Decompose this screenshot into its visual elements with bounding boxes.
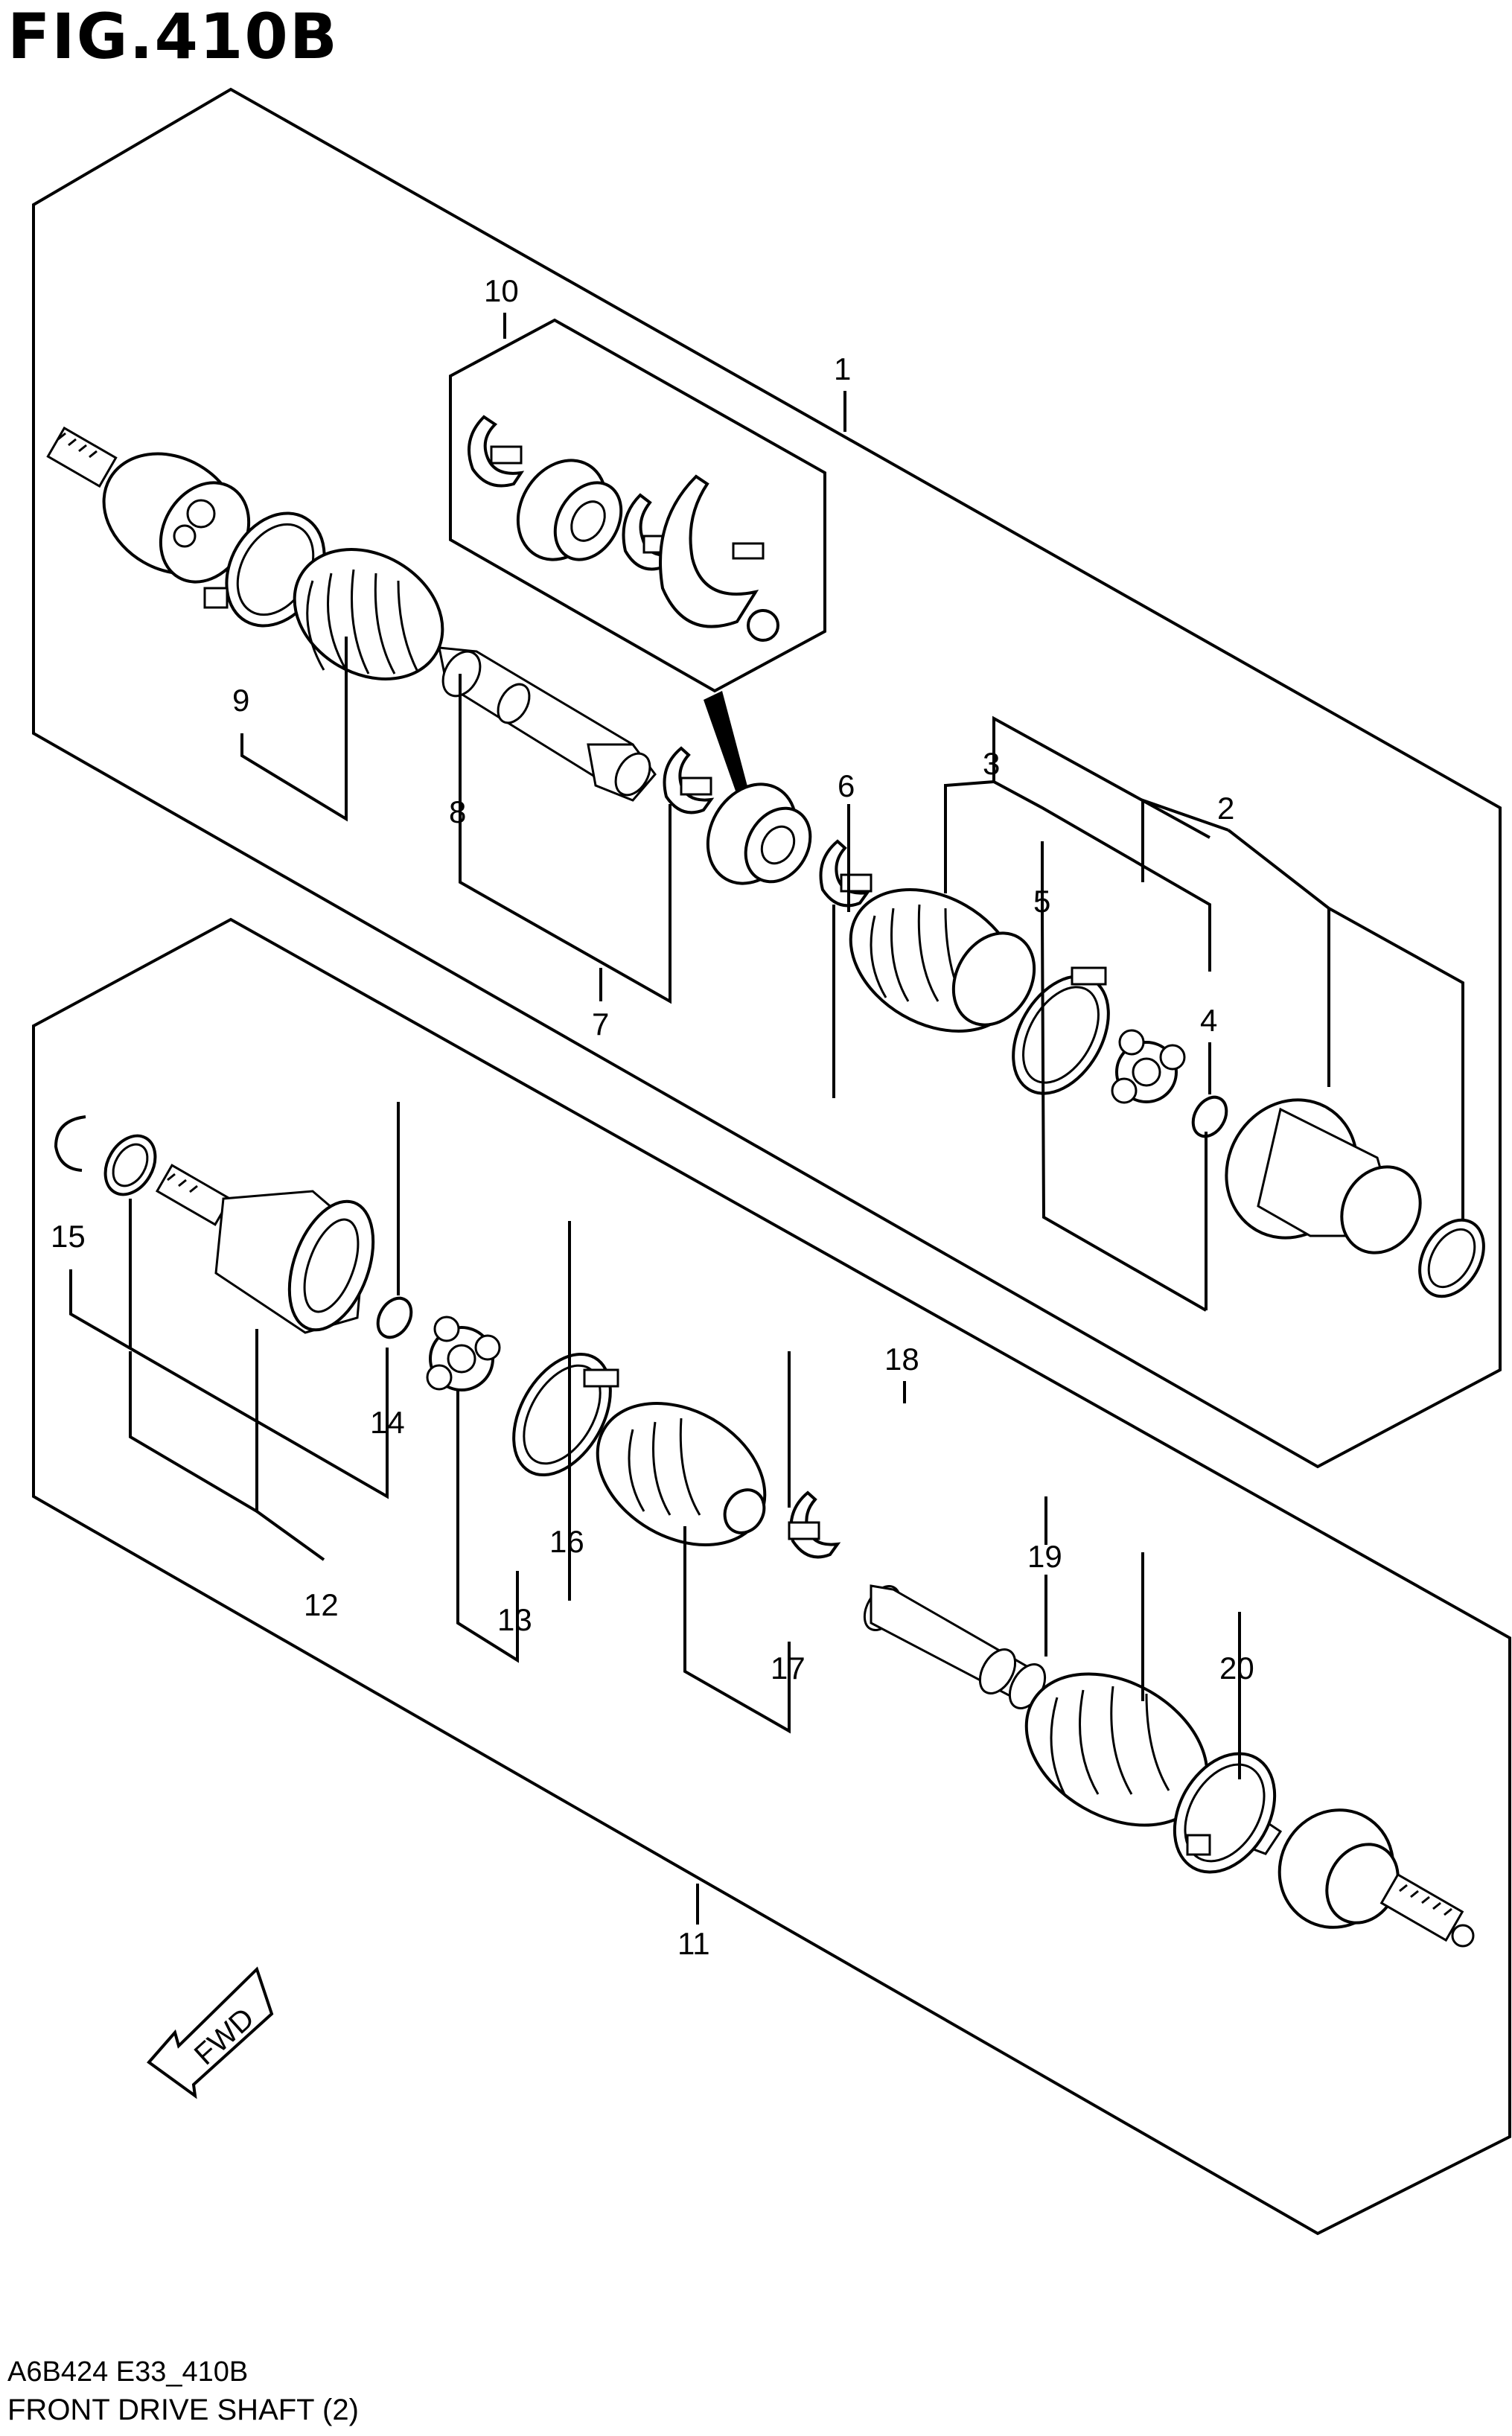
callout-11: 11 — [677, 1926, 710, 1961]
callout-15: 15 — [51, 1219, 86, 1254]
lower-inner-cv-parts — [54, 1115, 841, 1559]
callout-3: 3 — [983, 746, 1000, 781]
callout-5: 5 — [1033, 884, 1050, 919]
callout-17: 17 — [771, 1651, 806, 1686]
callout-16: 16 — [549, 1524, 584, 1559]
callout-7: 7 — [592, 1007, 609, 1042]
callout-9: 9 — [232, 683, 249, 718]
upper-drive-shaft — [46, 426, 657, 802]
callout-1: 1 — [834, 351, 851, 386]
assembly-frame-lower — [32, 917, 1511, 2236]
callout-2: 2 — [1217, 791, 1234, 826]
leader-lines — [69, 313, 1464, 1925]
callout-18: 18 — [884, 1342, 919, 1377]
lower-drive-shaft — [863, 1584, 1475, 1948]
figure-title: FIG.410B — [7, 0, 339, 73]
callout-14: 14 — [370, 1405, 405, 1440]
upper-inner-cv-parts — [663, 746, 1485, 1298]
callout-10: 10 — [484, 273, 519, 308]
kit-10-parts — [468, 415, 779, 642]
fwd-arrow: FWD — [147, 1966, 274, 2099]
kit-arrow — [704, 691, 748, 795]
callout-6: 6 — [838, 768, 855, 803]
figure-name: FRONT DRIVE SHAFT (2) — [7, 2394, 359, 2426]
callout-13: 13 — [497, 1602, 532, 1637]
callout-19: 19 — [1027, 1539, 1062, 1574]
assembly-frame-upper — [32, 87, 1502, 1469]
figure-code: A6B424 E33_410B — [7, 2356, 249, 2388]
callout-20: 20 — [1219, 1651, 1254, 1686]
callout-8: 8 — [449, 794, 466, 829]
fwd-label: FWD — [188, 2002, 261, 2072]
kit-frame-10 — [449, 318, 826, 693]
callout-12: 12 — [304, 1587, 339, 1622]
callout-4: 4 — [1200, 1003, 1217, 1038]
